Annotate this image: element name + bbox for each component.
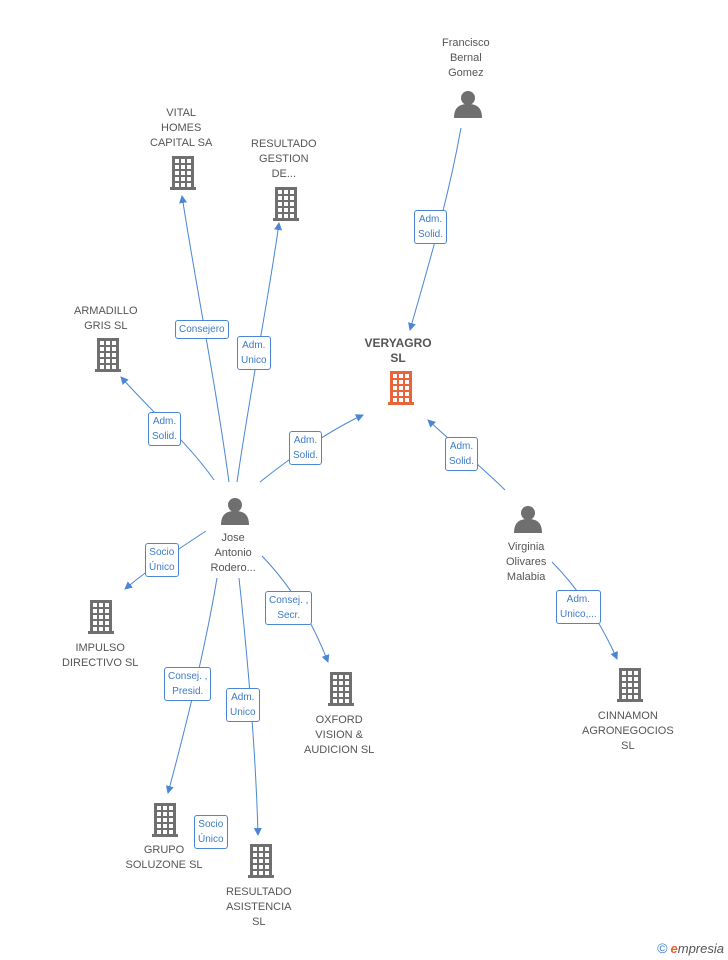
- node-label-resgestion[interactable]: RESULTADO GESTION DE...: [251, 137, 317, 182]
- building-icon[interactable]: [617, 668, 643, 702]
- edge-label-line: Consej. ,: [269, 595, 309, 606]
- node-label-line: GESTION: [259, 153, 309, 165]
- person-icon[interactable]: [221, 498, 249, 525]
- person-icon[interactable]: [514, 506, 542, 533]
- node-label-line: SL: [621, 740, 635, 752]
- edge-label-line: Socio: [198, 819, 224, 830]
- node-label-line: HOMES: [161, 122, 202, 134]
- node-label-line: VISION &: [315, 729, 363, 741]
- building-icon[interactable]: [273, 187, 299, 221]
- node-label-vital[interactable]: VITAL HOMES CAPITAL SA: [150, 106, 212, 151]
- edge-label-jose_veryagro[interactable]: Adm. Solid.: [289, 431, 323, 465]
- node-label-line: AGRONEGOCIOS: [582, 725, 674, 737]
- node-label-line: RESULTADO: [251, 138, 317, 150]
- node-label-line: IMPULSO: [75, 642, 125, 654]
- node-label-line: CAPITAL SA: [150, 137, 213, 149]
- edge-label-line: Solid.: [293, 450, 319, 461]
- edge-label-line: Solid.: [418, 229, 444, 240]
- edge-label-jose_soluzone[interactable]: Consej. , Presid.: [164, 667, 212, 701]
- edge-label-line: Consej. ,: [168, 671, 208, 682]
- edge-label-line: Solid.: [449, 456, 475, 467]
- edge-jose_vital: [179, 195, 230, 483]
- node-label-line: Rodero...: [210, 562, 256, 574]
- node-label-line: OXFORD: [315, 714, 363, 726]
- node-label-line: Gomez: [448, 67, 484, 79]
- node-label-line: GRIS SL: [84, 320, 128, 332]
- edge-label-line: Secr.: [277, 610, 301, 621]
- building-icon[interactable]: [248, 844, 274, 878]
- node-label-resasistencia[interactable]: RESULTADO ASISTENCIA SL: [226, 885, 292, 930]
- edge-label-line: Adm.: [242, 340, 266, 351]
- node-label-line: Bernal: [449, 52, 482, 64]
- edge-label-jose_resasistencia[interactable]: Adm. Unico: [226, 688, 260, 722]
- edge-label-line: Único: [149, 562, 175, 573]
- node-label-line: ARMADILLO: [74, 305, 138, 317]
- node-label-line: CINNAMON: [597, 710, 658, 722]
- edge-label-jose_resgestion[interactable]: Adm. Unico: [237, 336, 271, 370]
- node-label-line: SL: [252, 916, 266, 928]
- footer-brand: ©empresia: [657, 940, 724, 956]
- edge-label-line: Adm.: [418, 214, 443, 225]
- node-label-line: VERYAGRO: [364, 336, 432, 350]
- edge-label-line: Presid.: [172, 686, 204, 697]
- node-label-line: Virginia: [507, 541, 545, 553]
- edge-label-line: Solid.: [152, 431, 178, 442]
- edge-label-virginia_veryagro[interactable]: Adm. Solid.: [445, 437, 479, 471]
- copyright-symbol: ©: [657, 940, 668, 956]
- node-label-impulso[interactable]: IMPULSO DIRECTIVO SL: [62, 641, 138, 671]
- edge-label-line: Adm.: [449, 441, 474, 452]
- node-label-line: GRUPO: [143, 844, 185, 856]
- node-label-line: AUDICION SL: [304, 744, 375, 756]
- node-label-line: Olivares: [506, 556, 547, 568]
- node-label-line: Francisco: [442, 37, 490, 49]
- node-label-line: DE...: [271, 168, 297, 180]
- person-icon[interactable]: [454, 91, 482, 118]
- brand-logo-e: e: [670, 941, 678, 956]
- node-label-line: SOLUZONE SL: [125, 859, 203, 871]
- building-icon[interactable]: [388, 371, 414, 405]
- edge-label-jose_oxford[interactable]: Consej. , Secr.: [265, 591, 313, 625]
- edge-label-line: Adm.: [152, 416, 177, 427]
- edge-label-jose_vital[interactable]: Consejero: [175, 320, 229, 339]
- edge-label-line: Unico: [241, 355, 267, 366]
- edge-label-line: Adm.: [231, 692, 255, 703]
- node-label-line: VITAL: [166, 107, 197, 119]
- edge-label-line: Unico,...: [560, 609, 597, 620]
- building-icon[interactable]: [152, 803, 178, 837]
- node-label-line: RESULTADO: [226, 886, 292, 898]
- node-label-line: SL: [390, 351, 406, 365]
- edge-label-line: Socio: [149, 547, 175, 558]
- node-label-line: Malabia: [506, 571, 546, 583]
- node-label-line: Antonio: [214, 547, 252, 559]
- building-icon[interactable]: [328, 672, 354, 706]
- building-icon[interactable]: [88, 600, 114, 634]
- edge-label-francisco_veryagro[interactable]: Adm. Solid.: [414, 210, 448, 244]
- edge-label-line: Adm.: [293, 435, 318, 446]
- node-label-armadillo[interactable]: ARMADILLO GRIS SL: [74, 304, 138, 334]
- brand-logo-text: mpresia: [677, 941, 724, 956]
- node-label-line: Jose: [221, 532, 245, 544]
- node-label-line: ASISTENCIA: [226, 901, 292, 913]
- node-label-oxford[interactable]: OXFORD VISION & AUDICION SL: [304, 713, 374, 758]
- node-label-soluzone[interactable]: GRUPO SOLUZONE SL: [126, 843, 203, 873]
- edge-label-line: Adm.: [566, 594, 591, 605]
- edge-label-line: Consejero: [179, 324, 225, 335]
- edge-label-line: Único: [198, 834, 224, 845]
- node-label-line: DIRECTIVO SL: [62, 657, 139, 669]
- edge-label-line: Unico: [230, 707, 256, 718]
- building-icon[interactable]: [170, 156, 196, 190]
- edge-label-jose_armadillo[interactable]: Adm. Solid.: [148, 412, 182, 446]
- node-label-cinnamon[interactable]: CINNAMON AGRONEGOCIOS SL: [582, 709, 674, 754]
- edge-label-virginia_cinnamon[interactable]: Adm. Unico,...: [556, 590, 601, 624]
- building-icon[interactable]: [95, 338, 121, 372]
